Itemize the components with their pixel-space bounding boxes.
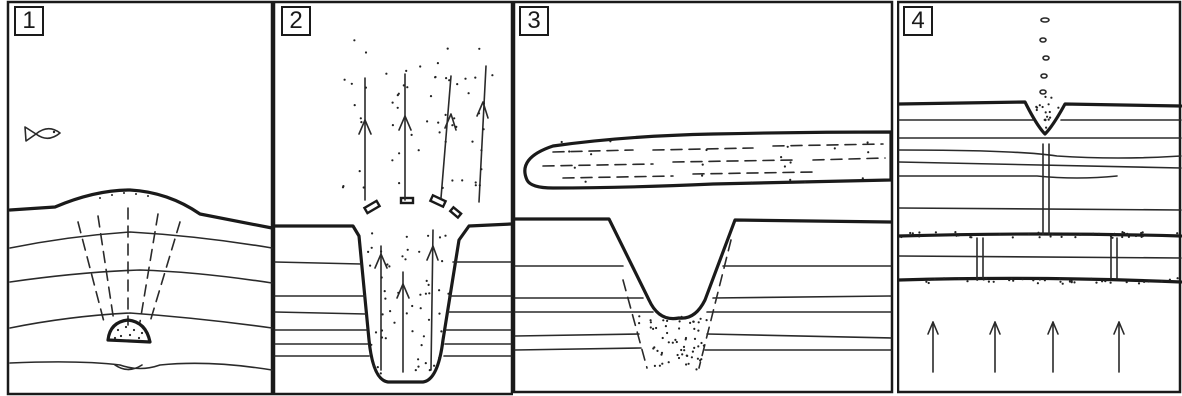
panel-4-sketch [897, 0, 1182, 396]
panel-1-sketch [0, 0, 273, 396]
fragments [364, 195, 461, 217]
panel-3-number: 3 [519, 6, 549, 36]
panel-4-number: 4 [903, 6, 933, 36]
upward-arrow-icon [359, 66, 488, 372]
panel-3: 3 [513, 0, 896, 396]
panel-2: 2 [273, 0, 513, 396]
panel-1-number: 1 [14, 6, 44, 36]
panel-1: 1 [0, 0, 273, 396]
pocket-dots [114, 326, 143, 339]
upward-arrow-icon [928, 322, 1124, 372]
fish-icon [25, 127, 60, 141]
panel-4: 4 [897, 0, 1182, 396]
bubble-icon [1040, 18, 1049, 94]
cloud-dashes [543, 144, 885, 178]
panel-2-number: 2 [281, 6, 311, 36]
panel-2-sketch [273, 0, 513, 396]
panel-3-sketch [513, 0, 896, 396]
